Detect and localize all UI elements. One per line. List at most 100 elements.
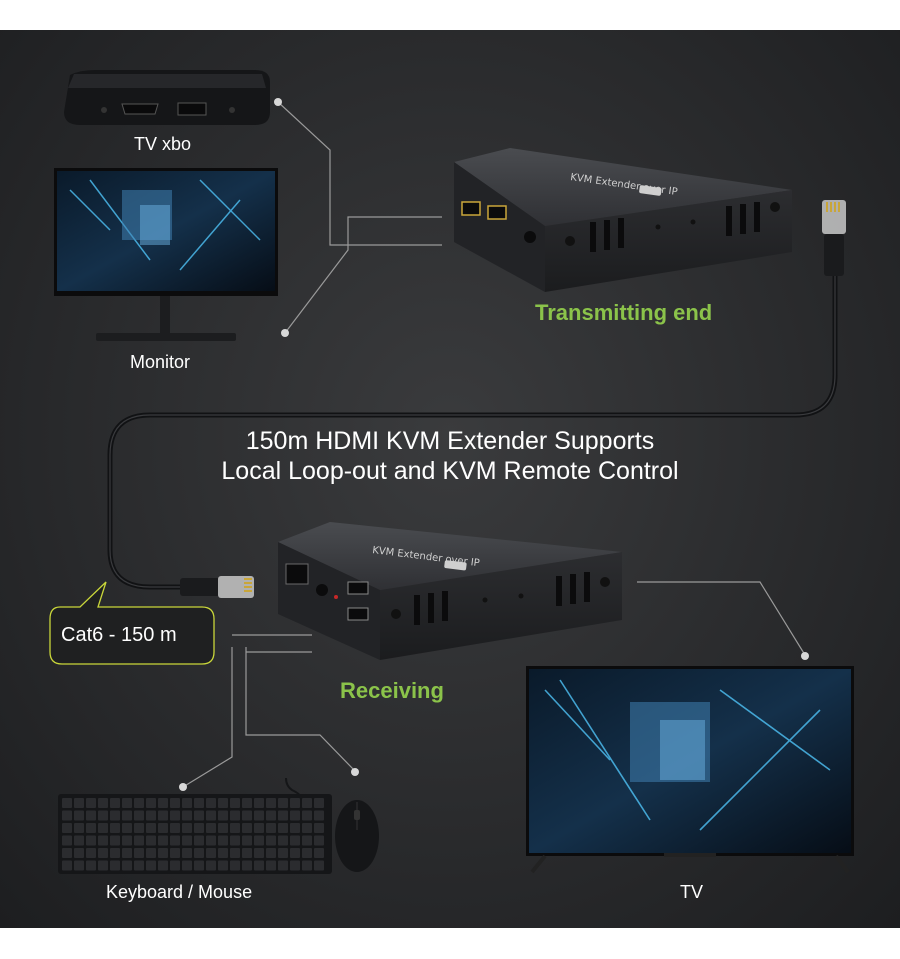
keyboard-key [194,810,204,821]
keyboard-key [146,823,156,833]
keyboard-key [218,798,228,808]
keyboard-key [206,823,216,833]
cable-label: Cat6 - 150 m [61,624,177,646]
keyboard-key [290,810,300,821]
keyboard-key [302,860,312,871]
headline-line2: Local Loop-out and KVM Remote Control [221,457,679,485]
keyboard-key [158,848,168,858]
usb-port-icon [177,102,207,116]
keyboard-key [218,810,228,821]
keyboard-key [266,848,276,858]
transmitter-device: KVM Extender over IP [454,148,792,292]
keyboard-key [134,798,144,808]
keyboard-key [122,810,132,821]
keyboard-key [134,823,144,833]
keyboard-device [58,794,332,874]
tv-box-label: TV xbo [134,134,192,154]
connector-dots [179,98,809,791]
keyboard-key [98,848,108,858]
keyboard-key [266,835,276,846]
keyboard-key [146,798,156,808]
headline-line1: 150m HDMI KVM Extender Supports [245,427,655,455]
keyboard-key [158,810,168,821]
keyboard-key [266,860,276,871]
keyboard-key [74,860,84,871]
keyboard-key [86,860,96,871]
keyboard-key [62,860,72,871]
keyboard-key [158,860,168,871]
keyboard-key [110,810,120,821]
keyboard-key [110,798,120,808]
keyboard-key [314,860,324,871]
keyboard-key [146,860,156,871]
keyboard-key [194,860,204,871]
keyboard-key [206,860,216,871]
keyboard-key [194,798,204,808]
keyboard-key [170,835,180,846]
keyboard-key [74,823,84,833]
keyboard-key [86,835,96,846]
keyboard-key [206,810,216,821]
keyboard-key [302,798,312,808]
keyboard-key [278,810,288,821]
keyboard-key [278,848,288,858]
keyboard-key [230,823,240,833]
keyboard-key [314,810,324,821]
keyboard-key [290,823,300,833]
keyboard-key [266,810,276,821]
keyboard-key [230,810,240,821]
keyboard-key [98,835,108,846]
usb-port-icon [347,581,369,595]
keyboard-key [290,848,300,858]
keyboard-key [278,798,288,808]
keyboard-key [158,835,168,846]
keyboard-key [122,798,132,808]
keyboard-key [86,848,96,858]
rj45-plug-icon [180,576,254,598]
keyboard-key [170,810,180,821]
keyboard-key [302,835,312,846]
keyboard-key [254,810,264,821]
mouse-device [285,777,379,872]
keyboard-key [314,798,324,808]
keyboard-key [206,848,216,858]
monitor-device [54,168,278,341]
keyboard-key [314,823,324,833]
keyboard-key [122,848,132,858]
keyboard-key [62,823,72,833]
hdmi-port-icon [121,103,159,115]
keyboard-key [242,798,252,808]
keyboard-key [170,823,180,833]
keyboard-key [242,848,252,858]
keyboard-key [134,835,144,846]
usb-port-icon [347,607,369,621]
keyboard-key [194,848,204,858]
keyboard-key [254,848,264,858]
keyboard-key [218,860,228,871]
keyboard-key [206,798,216,808]
keyboard-key [62,848,72,858]
keyboard-key [62,798,72,808]
diagram-graphics: KVM Extender over IP KVM Extender over I… [49,70,854,874]
keyboard-key [230,835,240,846]
hdmi-port-icon [461,201,481,216]
keyboard-key [218,848,228,858]
keyboard-key [86,798,96,808]
keyboard-key [182,810,192,821]
connector-lines [182,101,806,788]
keyboard-key [170,860,180,871]
keyboard-key [182,835,192,846]
keyboard-key [194,835,204,846]
keyboard-key [146,835,156,846]
keyboard-key [182,823,192,833]
keyboard-key [170,798,180,808]
keyboard-key [242,860,252,871]
keyboard-key [278,860,288,871]
tv-device [526,666,854,874]
keyboard-key [62,810,72,821]
keyboard-key [134,860,144,871]
keyboard-key [110,848,120,858]
receiving-label: Receiving [340,678,444,703]
keyboard-key [218,823,228,833]
keyboard-key [302,823,312,833]
